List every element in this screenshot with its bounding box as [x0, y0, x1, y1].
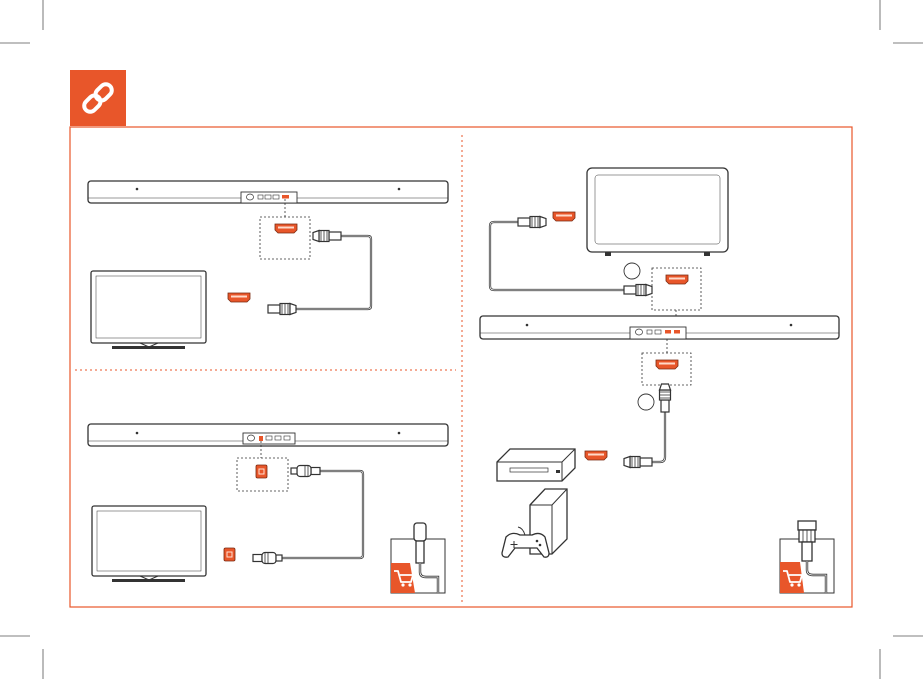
hdmi-plug — [624, 285, 652, 296]
hdmi-in-port — [656, 360, 678, 369]
port-zoom-callout — [260, 217, 310, 259]
optical-cable-purchase-badge — [391, 523, 445, 593]
hdmi-cable-purchase-badge — [780, 521, 834, 593]
tv — [587, 168, 728, 256]
hdmi-arc-port — [275, 224, 297, 233]
hdmi-plug — [624, 457, 652, 468]
optical-cable — [282, 471, 363, 558]
optical-plug — [291, 466, 320, 477]
soundbar-optical-port — [256, 465, 267, 478]
optical-plug — [253, 553, 282, 564]
step-marker-2 — [638, 394, 654, 410]
step-marker-1 — [624, 263, 640, 279]
hdmi-plug — [518, 217, 546, 228]
soundbar — [480, 316, 839, 339]
hdmi-cable — [652, 412, 665, 462]
tv — [91, 271, 206, 349]
panel-hdmi-arc — [88, 181, 448, 349]
source-hdmi-port — [585, 451, 607, 460]
port-zoom-callout — [652, 268, 701, 310]
soundbar — [88, 181, 448, 203]
hdmi-plug — [660, 384, 671, 412]
hdmi-arc-port — [666, 275, 688, 284]
link-icon — [70, 70, 126, 126]
tv-hdmi-arc-port — [228, 293, 250, 302]
hdmi-plug — [313, 231, 341, 242]
hdmi-cable — [296, 236, 371, 309]
soundbar — [88, 424, 448, 446]
tv-hdmi-arc-port — [553, 212, 575, 221]
tv-optical-port — [224, 548, 235, 561]
panel-optical — [88, 424, 448, 593]
set-top-box — [497, 449, 575, 481]
panel-hdmi-in — [480, 168, 839, 593]
tv — [92, 506, 206, 582]
hdmi-plug — [268, 304, 296, 315]
